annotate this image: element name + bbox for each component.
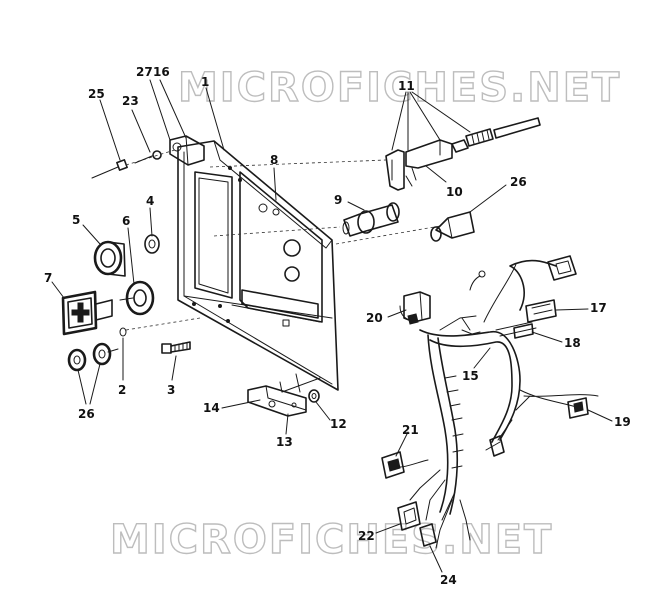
callout-11: 11 — [398, 79, 415, 93]
connector-22 — [397, 501, 421, 531]
bracket-16 — [169, 135, 205, 166]
watermark-top: MICROFICHES.NET — [178, 65, 621, 111]
bolt-3 — [161, 341, 191, 354]
callout-10: 10 — [446, 185, 463, 199]
callout-6: 6 — [122, 214, 130, 228]
callout-2: 2 — [118, 383, 126, 397]
callout-16: 16 — [153, 65, 170, 79]
toggle-switch-26 — [335, 211, 475, 245]
callout-19: 19 — [614, 415, 631, 429]
connector-19 — [567, 397, 589, 419]
callout-26-bottom: 26 — [78, 407, 95, 421]
leader-lines — [51, 79, 613, 573]
callout-26-top: 26 — [510, 175, 527, 189]
callout-4: 4 — [146, 194, 154, 208]
indicator-lens-7 — [61, 290, 113, 336]
clip-13 — [279, 373, 321, 393]
connector-17 — [525, 299, 557, 323]
callout-21: 21 — [402, 423, 419, 437]
switch-20 — [403, 291, 431, 325]
callout-23: 23 — [122, 94, 139, 108]
callout-22: 22 — [358, 529, 375, 543]
callout-1: 1 — [201, 75, 209, 89]
plate-14 — [247, 385, 307, 417]
callout-18: 18 — [564, 336, 581, 350]
callout-15: 15 — [462, 369, 479, 383]
callout-25: 25 — [88, 87, 105, 101]
connector-21 — [381, 451, 405, 479]
callout-8: 8 — [270, 153, 278, 167]
callout-5: 5 — [72, 213, 80, 227]
pin-2 — [119, 317, 201, 337]
washer-4 — [144, 234, 160, 254]
top-connector — [547, 255, 577, 281]
screw-25 — [91, 148, 179, 179]
callout-9: 9 — [334, 193, 342, 207]
callout-7: 7 — [44, 271, 52, 285]
nut-12 — [308, 389, 320, 403]
connector-18 — [513, 323, 534, 339]
callout-27: 27 — [136, 65, 153, 79]
callout-3: 3 — [167, 383, 175, 397]
grommet-26-left — [67, 342, 119, 372]
wiring-harness-15 — [393, 259, 599, 549]
callout-17: 17 — [590, 301, 607, 315]
callout-24: 24 — [440, 573, 457, 587]
connector-24 — [419, 523, 437, 547]
instrument-panel — [177, 140, 339, 391]
callout-12: 12 — [330, 417, 347, 431]
callout-20: 20 — [366, 311, 383, 325]
callout-13: 13 — [276, 435, 293, 449]
small-connector — [489, 435, 505, 457]
watermark-bottom: MICROFICHES.NET — [110, 517, 553, 563]
nut-6 — [119, 280, 155, 316]
screw-23 — [134, 150, 162, 164]
switch-assembly-10 — [209, 117, 541, 191]
callout-labels: 27 16 1 25 23 11 8 10 26 4 9 5 6 7 20 17… — [44, 65, 631, 587]
switch-9 — [213, 202, 400, 237]
nut-5 — [93, 240, 126, 277]
callout-14: 14 — [203, 401, 220, 415]
